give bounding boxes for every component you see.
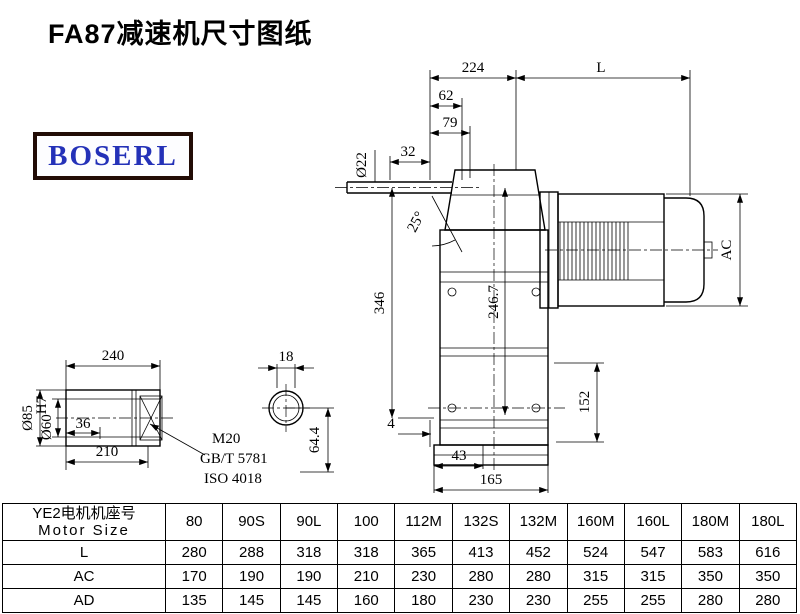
dimension-value-cell: 190 [222,564,281,589]
dim-64-4: 64.4 [307,426,323,453]
dim-62: 62 [439,88,454,104]
dim-210: 210 [96,444,119,460]
dimension-value-cell: 280 [738,588,798,613]
dimension-row-label: AC [2,564,166,589]
motor-size-column: 160M [566,503,625,541]
motor-size-column: 80 [164,503,224,541]
dim-AC: AC [719,240,735,261]
dim-240: 240 [102,348,125,364]
dim-246-7: 246.7 [486,285,502,319]
extension-lines-section [276,364,334,473]
dimension-value-cell: 280 [164,540,224,565]
dimension-value-cell: 255 [566,588,625,613]
dimension-value-cell: 616 [738,540,798,565]
dim-L: L [596,60,605,76]
dimension-lines-main [388,74,744,494]
dimension-row-label: L [2,540,166,565]
dimension-value-cell: 315 [623,564,683,589]
dimension-value-cell: 170 [164,564,224,589]
dimension-value-cell: 210 [337,564,396,589]
dim-346: 346 [372,291,388,314]
dim-43: 43 [452,448,467,464]
motor-size-column: 132S [451,503,511,541]
extension-lines-main [374,70,748,493]
motor-size-column: 90S [222,503,281,541]
dimension-value-cell: 145 [222,588,281,613]
dim-79: 79 [443,115,458,131]
dimension-value-cell: 583 [681,540,740,565]
dimension-value-cell: 160 [337,588,396,613]
dimension-value-cell: 280 [509,564,568,589]
dim-224: 224 [462,60,485,76]
motor-size-column: 100 [337,503,396,541]
note-gbt-5781: GB/T 5781 [200,451,268,467]
motor-fins [559,222,629,280]
brand-logo-text: BOSERL [48,139,178,172]
dimension-value-cell: 315 [566,564,625,589]
dimension-value-cell: 145 [279,588,339,613]
motor [539,191,713,309]
shaft-detail-view [56,389,176,447]
motor-size-column: 180M [681,503,740,541]
dim-36: 36 [76,416,92,432]
dim-25deg: 25° [404,209,428,235]
dimension-value-cell: 180 [394,588,453,613]
dimension-value-cell: 135 [164,588,224,613]
note-iso-4018: ISO 4018 [204,471,262,487]
dim-dia22: Ø22 [354,152,370,178]
dim-18: 18 [279,349,294,365]
dimension-value-cell: 524 [566,540,625,565]
dimension-lines-shaft [36,362,206,466]
dim-152: 152 [577,391,593,414]
dimension-row-label: AD [2,588,166,613]
dimension-value-cell: 280 [681,588,740,613]
page-title: FA87减速机尺寸图纸 [48,19,313,49]
motor-size-column: 132M [509,503,568,541]
input-shaft [335,181,480,194]
dimension-value-cell: 255 [623,588,683,613]
dim-dia60h7: Ø60H7 [34,395,55,440]
dim-dia85: Ø85 [20,405,36,431]
dimension-value-cell: 547 [623,540,683,565]
dimension-value-cell: 230 [451,588,511,613]
motor-size-column: 180L [738,503,798,541]
dimension-value-cell: 230 [509,588,568,613]
dimension-value-cell: 288 [222,540,281,565]
dimension-value-cell: 365 [394,540,453,565]
dimension-labels-main: 224 L 62 79 32 Ø22 25° 346 246.7 AC 152 … [354,60,735,488]
centerlines [428,164,718,472]
dimension-value-cell: 190 [279,564,339,589]
dim-4: 4 [387,416,395,432]
dim-165: 165 [480,472,503,488]
note-m20: M20 [212,431,240,447]
dimension-value-cell: 318 [279,540,339,565]
motor-size-column: 160L [623,503,683,541]
dimension-value-cell: 350 [681,564,740,589]
motor-size-column: 90L [279,503,339,541]
dim-32: 32 [401,144,416,160]
brand-logo: BOSERL [33,132,193,180]
dimension-value-cell: 230 [394,564,453,589]
motor-size-column: 112M [394,503,453,541]
dimension-labels-section: 18 64.4 [279,349,324,453]
dimension-drawing: 224 L 62 79 32 Ø22 25° 346 246.7 AC 152 … [20,60,748,494]
dimension-value-cell: 452 [509,540,568,565]
dimension-value-cell: 413 [451,540,511,565]
dimension-value-cell: 318 [337,540,396,565]
dimension-lines-section [258,364,332,472]
dimension-value-cell: 350 [738,564,798,589]
dimension-value-cell: 280 [451,564,511,589]
dimension-labels-shaft: 240 Ø85 Ø60H7 36 210 M20 GB/T 5781 ISO 4… [20,348,268,487]
